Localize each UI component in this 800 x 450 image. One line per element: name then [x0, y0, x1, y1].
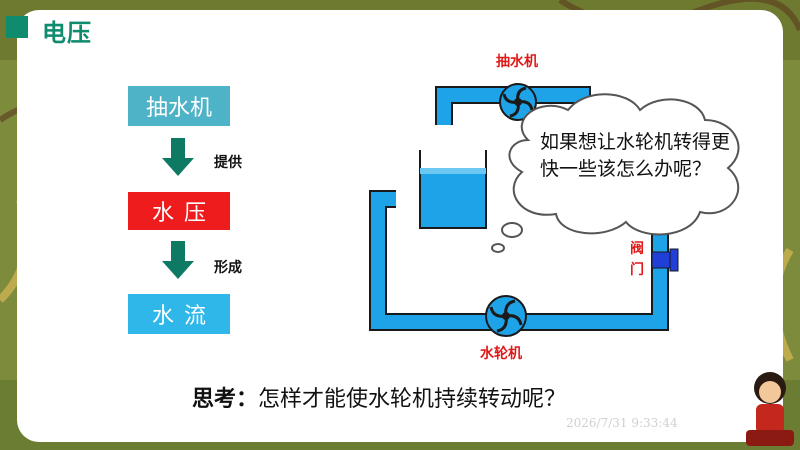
thinking-question: 思考：怎样才能使水轮机持续转动呢？	[192, 383, 632, 417]
timestamp: 2026/7/31 9:33:44	[566, 416, 678, 430]
cloud-question-text: 如果想让水轮机转得更快一些该怎么办呢？	[540, 131, 731, 180]
page-title: 电压	[42, 19, 92, 47]
flow-box-water-flow: 水流	[128, 294, 230, 334]
thinking-prefix: 思考：	[192, 387, 259, 412]
flow-box-pump: 抽水机	[128, 86, 230, 126]
title-marker	[6, 16, 28, 38]
flow-label-provide: 提供	[214, 155, 242, 171]
flow-label-form: 形成	[214, 260, 242, 276]
thinking-text: 怎样才能使水轮机持续转动呢？	[258, 387, 567, 412]
flow-box-pressure: 水压	[128, 192, 230, 230]
